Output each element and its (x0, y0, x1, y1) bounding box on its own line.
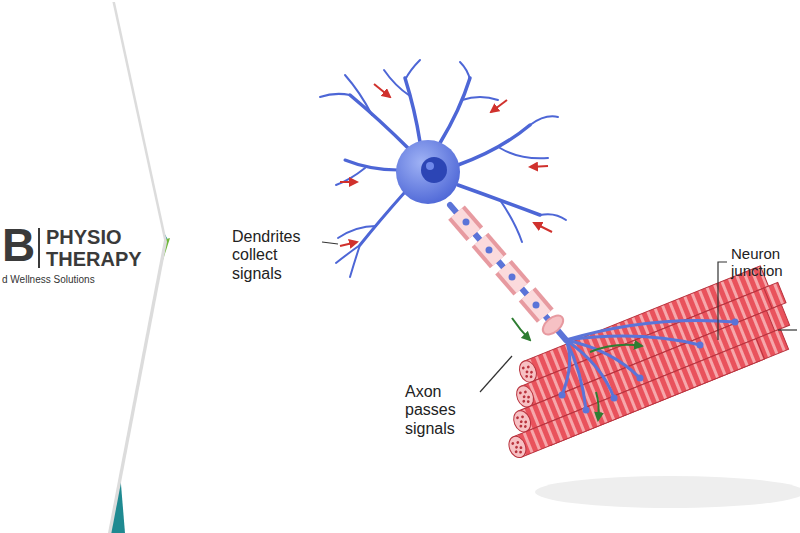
myelin-segment (457, 213, 475, 234)
myelin-segment (527, 294, 545, 315)
dendrite (500, 200, 522, 242)
signal-arrows (340, 84, 552, 246)
muscle-fiber (511, 311, 775, 435)
dendrite (320, 94, 350, 97)
myelin-segment (457, 213, 475, 234)
signal-arrow (374, 84, 390, 97)
myelin-segment (504, 267, 522, 288)
logo-panel (0, 0, 164, 533)
terminal-branch (566, 336, 700, 345)
logo-tagline: d Wellness Solutions (2, 274, 95, 286)
myelin-segment (527, 294, 545, 315)
logo-word: THERAPY (46, 248, 142, 270)
signal-arrow (534, 223, 552, 232)
dendrite (458, 125, 530, 165)
dendrite (460, 62, 470, 80)
dendrite (345, 160, 398, 170)
leader-line (480, 356, 512, 392)
axon-terminals (562, 320, 735, 410)
terminal-branch (566, 320, 735, 340)
schwann-nucleus (486, 247, 493, 254)
dendrite (405, 78, 420, 142)
schwann-nucleus (509, 274, 516, 281)
signal-arrow (491, 100, 507, 112)
dendrite (540, 214, 566, 220)
logo-divider (38, 228, 40, 268)
dendrite (384, 70, 410, 96)
part-label: Dendrites collect signals (232, 228, 318, 283)
muscle-fiber (506, 339, 765, 461)
schwann-nucleus (533, 302, 540, 309)
dendrite (440, 78, 470, 143)
dendrite (500, 148, 548, 158)
leader-lines (322, 242, 797, 392)
signal-arrow (596, 392, 599, 420)
signal-arrow (590, 345, 642, 352)
ground-shadow (535, 476, 800, 508)
schwann-nucleus (463, 219, 470, 226)
terminal-branch (566, 340, 614, 398)
dendrite (350, 95, 410, 150)
muscle-bundle (481, 262, 800, 460)
myelin-sheath (457, 213, 567, 339)
dendrite (338, 226, 376, 238)
signal-arrow (340, 181, 357, 183)
leader-line (718, 262, 727, 340)
logo-letter: B (2, 222, 35, 268)
dendrite (405, 60, 420, 80)
signal-arrows (512, 318, 642, 420)
leader-line (778, 329, 797, 330)
dendrite (530, 116, 558, 125)
part-label: Axon passes signals (405, 383, 477, 438)
dendrite (360, 192, 405, 245)
axon (450, 205, 566, 340)
terminal-bulbs (559, 319, 739, 414)
part-label: Neuron junction (731, 245, 795, 280)
signal-arrow (530, 166, 548, 167)
myelin-segment (480, 240, 498, 261)
nucleus (421, 157, 447, 183)
nucleolus (426, 162, 434, 170)
myelin-segment (480, 240, 498, 261)
axon-collar (539, 312, 566, 338)
signal-arrow (512, 318, 530, 340)
leader-line (322, 242, 338, 244)
myelin-segment (504, 267, 522, 288)
dendrite (336, 245, 360, 263)
cell-body (396, 140, 460, 204)
logo-word: PHYSIO (46, 226, 122, 248)
terminal-branch (566, 340, 586, 410)
dendrite (462, 97, 498, 100)
signal-arrow (340, 242, 357, 246)
dendrite (336, 168, 365, 185)
dendrites (320, 60, 566, 277)
